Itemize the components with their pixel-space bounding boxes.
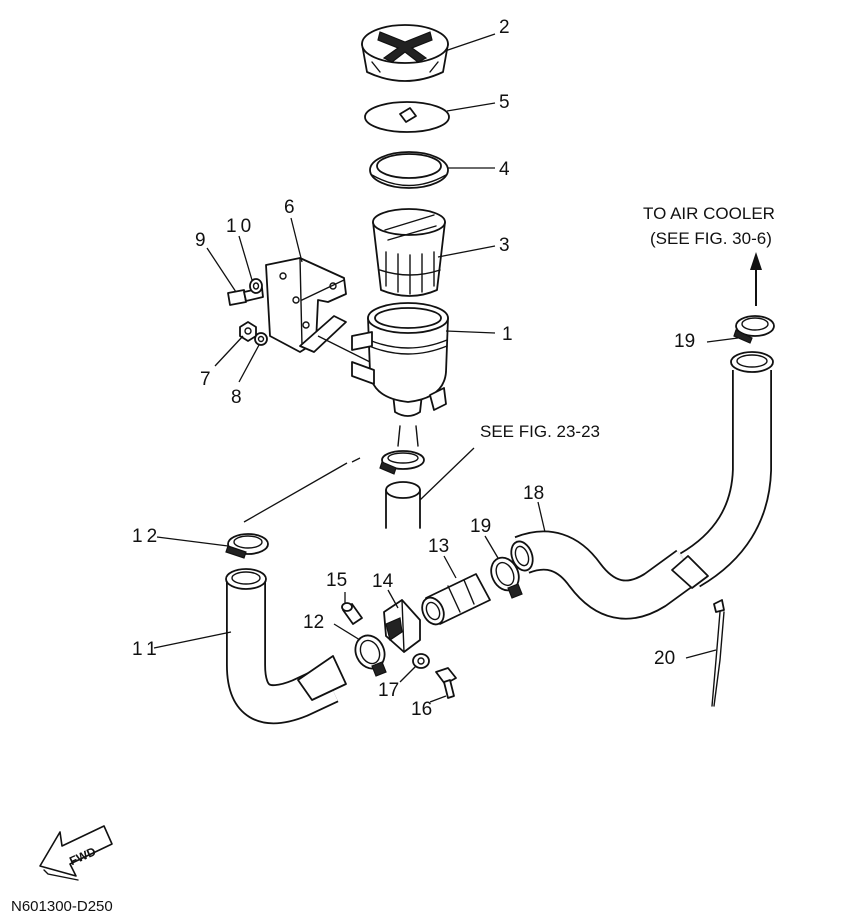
label-part-14: 14 <box>372 571 394 592</box>
label-part-10: 10 <box>226 216 255 237</box>
part-19-clamp-mid <box>490 556 523 599</box>
label-part-11: 11 <box>132 639 162 660</box>
label-part-2: 2 <box>499 17 510 38</box>
part-7-nut <box>239 321 257 342</box>
part-14-bracket <box>383 599 421 653</box>
part-12-clamp-lower <box>354 634 387 677</box>
part-17-washer <box>412 653 430 669</box>
figure-code: N601300-D250 <box>11 898 113 915</box>
label-part-4: 4 <box>499 159 510 180</box>
label-part-15: 15 <box>326 570 347 591</box>
hose-stub <box>385 481 421 529</box>
label-part-5: 5 <box>499 92 510 113</box>
label-part-12-upper: 12 <box>132 526 161 547</box>
note-to-air-cooler: TO AIR COOLER <box>643 204 775 223</box>
label-part-8: 8 <box>231 387 242 408</box>
fwd-arrow-icon: FWD <box>39 825 113 881</box>
note-see-fig-23-23: SEE FIG. 23-23 <box>480 422 600 441</box>
up-arrow-icon <box>750 252 762 306</box>
label-part-1: 1 <box>502 324 513 345</box>
leader-lines <box>153 33 739 703</box>
part-3-strainer <box>372 208 446 297</box>
cooler-hose <box>671 351 774 589</box>
part-5-disc <box>364 101 450 133</box>
part-16-bolt <box>435 667 457 699</box>
label-part-20: 20 <box>654 648 675 669</box>
part-18-hose <box>510 530 700 620</box>
part-13-pipe <box>421 573 491 626</box>
part-4-ring <box>369 151 449 189</box>
label-part-3: 3 <box>499 235 510 256</box>
part-2-cap <box>361 24 449 82</box>
part-6-bracket <box>265 257 371 363</box>
label-part-18: 18 <box>523 483 544 504</box>
label-part-12-lower: 12 <box>303 612 324 633</box>
part-15-spacer <box>341 602 363 625</box>
label-part-19-top: 19 <box>674 331 695 352</box>
label-part-16: 16 <box>411 699 432 720</box>
part-11-hose <box>225 568 347 725</box>
label-part-17: 17 <box>378 680 399 701</box>
part-20-cable-tie <box>711 599 725 707</box>
dash-leader <box>243 462 348 523</box>
part-1-bowl <box>351 302 449 417</box>
part-9-bolt <box>227 287 264 306</box>
note-see-fig-30-6: (SEE FIG. 30-6) <box>650 229 772 248</box>
part-19-clamp-top <box>733 315 775 344</box>
label-part-9: 9 <box>195 230 206 251</box>
label-part-6: 6 <box>284 197 295 218</box>
part-8-washer <box>254 332 268 346</box>
label-part-13: 13 <box>428 536 449 557</box>
part-10-washer <box>249 278 263 294</box>
bowl-outlet-clamp <box>379 425 425 475</box>
part-12-clamp-upper <box>225 533 269 559</box>
label-part-19-mid: 19 <box>470 516 491 537</box>
label-part-7: 7 <box>200 369 211 390</box>
dash-leader-2 <box>351 457 361 463</box>
